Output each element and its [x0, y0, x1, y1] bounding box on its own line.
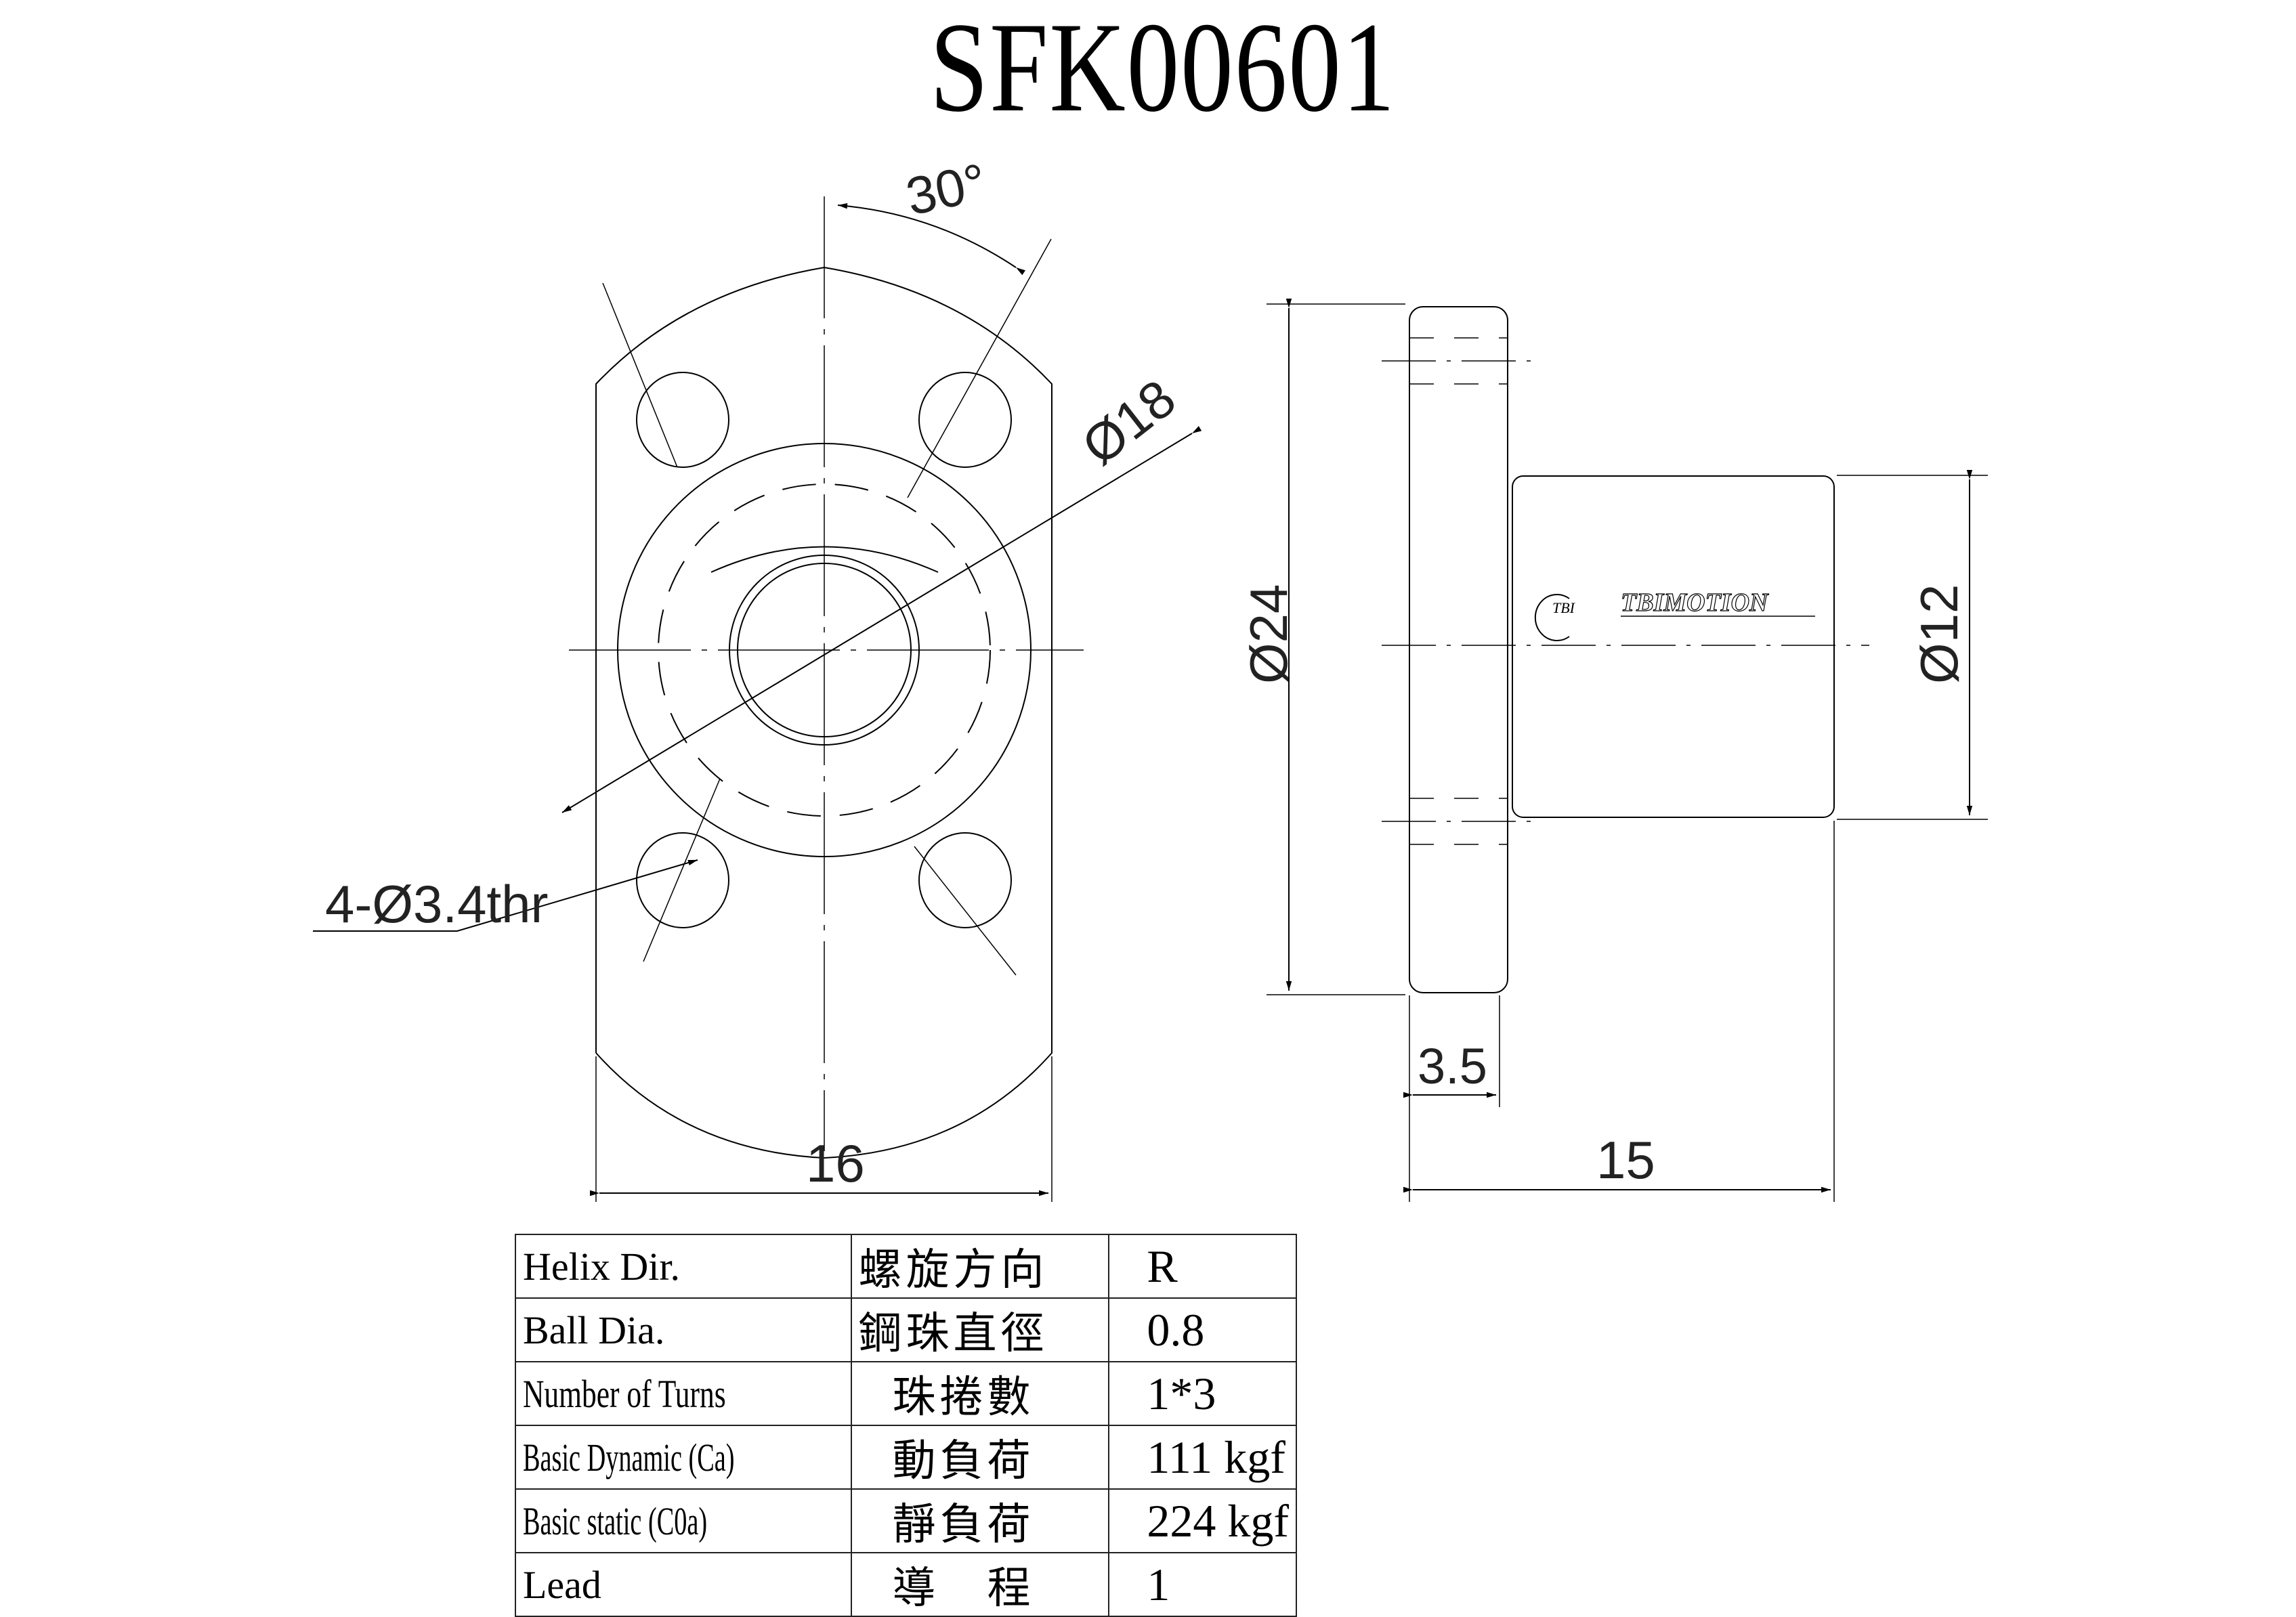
bolt-hole-br — [918, 832, 1012, 928]
spec-label-en: Basic static (C0a) — [515, 1488, 852, 1553]
spec-value: R — [1108, 1234, 1297, 1299]
spec-value: 111 kgf — [1108, 1425, 1297, 1490]
spec-value: 1 — [1108, 1552, 1297, 1617]
table-row: Lead 導 程 1 — [515, 1552, 1297, 1617]
logo-c-icon — [1534, 594, 1570, 641]
spec-label-en: Number of Turns — [515, 1361, 852, 1426]
logo-mark: TBI — [1552, 599, 1576, 616]
flange-thickness-label: 3.5 — [1418, 1038, 1487, 1094]
drawing-title: SFK00601 — [929, 0, 1397, 139]
bolt-circle-dim-label: Ø18 — [1071, 368, 1186, 476]
spec-label-en-text: Basic static (C0a) — [523, 1499, 708, 1543]
bolt-hole-bl — [636, 832, 729, 928]
spec-label-zh: 鋼珠直徑 — [850, 1297, 1110, 1362]
front-view — [313, 196, 1202, 1202]
spec-label-en-text: Basic Dynamic (Ca) — [523, 1435, 735, 1480]
table-row: Basic static (C0a) 靜負荷 224 kgf — [515, 1488, 1297, 1553]
spec-label-zh: 動負荷 — [850, 1425, 1110, 1490]
spec-table: Helix Dir. 螺旋方向 R Ball Dia. 鋼珠直徑 0.8 Num… — [515, 1234, 1297, 1617]
spec-value: 1*3 — [1108, 1361, 1297, 1426]
table-row: Number of Turns 珠捲數 1*3 — [515, 1361, 1297, 1426]
spec-value: 0.8 — [1108, 1297, 1297, 1362]
nut-body — [1512, 475, 1835, 818]
table-row: Basic Dynamic (Ca) 動負荷 111 kgf — [515, 1425, 1297, 1490]
table-row: Helix Dir. 螺旋方向 R — [515, 1234, 1297, 1299]
body-dia-label: Ø12 — [1909, 584, 1969, 684]
logo-text: TBIMOTION — [1621, 588, 1769, 617]
total-length-label: 15 — [1596, 1130, 1655, 1190]
angle-dim-label: 30° — [901, 152, 992, 227]
spec-label-en: Lead — [515, 1552, 852, 1617]
side-view — [1267, 299, 1988, 1202]
spec-value: 224 kgf — [1108, 1488, 1297, 1553]
table-row: Ball Dia. 鋼珠直徑 0.8 — [515, 1297, 1297, 1362]
width-dim-label: 16 — [806, 1134, 865, 1193]
holes-dim-label: 4-Ø3.4thr — [325, 874, 548, 934]
spec-label-zh: 靜負荷 — [850, 1488, 1110, 1553]
bolt-hole-tl — [636, 372, 729, 468]
spec-label-en: Helix Dir. — [515, 1234, 852, 1299]
flange — [1409, 306, 1508, 993]
spec-label-en-text: Number of Turns — [523, 1371, 726, 1416]
spec-label-en: Ball Dia. — [515, 1297, 852, 1362]
flange-dia-label: Ø24 — [1239, 584, 1298, 684]
spec-label-zh: 珠捲數 — [850, 1361, 1110, 1426]
spec-label-en: Basic Dynamic (Ca) — [515, 1425, 852, 1490]
spec-label-zh: 導 程 — [850, 1552, 1110, 1617]
spec-label-zh: 螺旋方向 — [850, 1234, 1110, 1299]
